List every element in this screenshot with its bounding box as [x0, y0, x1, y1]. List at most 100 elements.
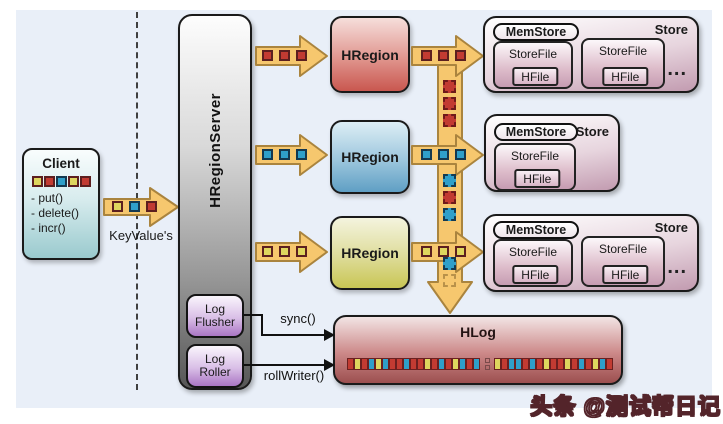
hlog-box: HLog: [333, 315, 623, 385]
keyvalue-square-blue: [443, 257, 456, 270]
server-arrow-squares-3: [262, 246, 307, 257]
dashed-square-icon: [484, 358, 490, 363]
keyvalue-square-red: [466, 358, 473, 370]
keyvalue-square-red: [421, 50, 432, 61]
keyvalue-square-red: [361, 358, 368, 370]
keyvalue-square-blue: [129, 201, 140, 212]
keyvalue-square-empty: [443, 274, 456, 287]
keyvalue-square-yellow: [421, 246, 432, 257]
band-dots-group-2: [443, 174, 456, 221]
keyvalue-square-blue: [368, 358, 375, 370]
keyvalue-square-red: [443, 114, 456, 127]
keyvalues-arrow-squares: [112, 201, 157, 212]
keyvalue-square-red: [438, 50, 449, 61]
keyvalue-square-red: [431, 358, 438, 370]
store-label-3: Store: [654, 220, 688, 235]
hregion-box-1: HRegion: [330, 16, 410, 93]
keyvalue-square-yellow: [494, 358, 501, 370]
keyvalue-square-red: [585, 358, 592, 370]
storefile-box-2a: StoreFile HFile: [494, 143, 576, 191]
server-to-region-arrow-3: [255, 231, 328, 273]
keyvalue-square-yellow: [279, 246, 290, 257]
keyvalue-square-blue: [599, 358, 606, 370]
keyvalue-square-red: [417, 358, 424, 370]
keyvalue-square-blue: [473, 358, 480, 370]
storefile-box-3b: StoreFile HFile: [581, 236, 665, 287]
keyvalue-square-red: [445, 358, 452, 370]
storefile-box-1b: StoreFile HFile: [581, 38, 665, 89]
keyvalue-square-blue: [459, 358, 466, 370]
keyvalue-square-red: [501, 358, 508, 370]
keyvalue-square-red: [571, 358, 578, 370]
keyvalue-square-red: [550, 358, 557, 370]
keyvalues-label: KeyValue's: [109, 228, 173, 243]
hfile-box-2a: HFile: [514, 169, 561, 188]
keyvalue-square-red: [536, 358, 543, 370]
band-dots-group-1: [443, 80, 456, 127]
keyvalue-square-yellow: [424, 358, 431, 370]
keyvalue-square-yellow: [375, 358, 382, 370]
keyvalue-square-red: [389, 358, 396, 370]
sync-connector-arrow: [244, 314, 335, 341]
storefile-label-2a: StoreFile: [510, 149, 560, 163]
keyvalue-square-blue: [515, 358, 522, 370]
keyvalue-square-yellow: [543, 358, 550, 370]
log-roller-box: Log Roller: [186, 344, 244, 388]
server-to-region-arrow-2: [255, 134, 328, 176]
memstore-pill-2: MemStore: [494, 123, 578, 141]
band-dots-group-3: [443, 257, 456, 287]
storefile-box-1a: StoreFile HFile: [493, 41, 573, 89]
client-method-incr: - incr(): [31, 221, 66, 235]
keyvalue-square-blue: [421, 149, 432, 160]
hfile-box-1b: HFile: [602, 67, 649, 86]
hlog-strip-right: [494, 358, 613, 370]
store-label-1: Store: [654, 22, 688, 37]
keyvalue-square-red: [410, 358, 417, 370]
keyvalue-square-blue: [455, 149, 466, 160]
keyvalue-square-blue: [578, 358, 585, 370]
keyvalue-square-red: [443, 191, 456, 204]
client-box: Client - put() - delete() - incr(): [22, 148, 100, 260]
store-box-1: MemStore Store StoreFile HFile StoreFile…: [483, 16, 699, 93]
hfile-box-3a: HFile: [512, 265, 559, 284]
keyvalue-square-red: [443, 97, 456, 110]
client-method-delete: - delete(): [31, 206, 80, 220]
hlog-title: HLog: [460, 324, 496, 340]
keyvalue-square-blue: [438, 358, 445, 370]
hregion-box-3: HRegion: [330, 216, 410, 290]
keyvalue-square-yellow: [31, 176, 43, 187]
keyvalue-square-red: [455, 50, 466, 61]
keyvalue-square-red: [79, 176, 91, 187]
keyvalue-square-yellow: [262, 246, 273, 257]
keyvalue-square-blue: [508, 358, 515, 370]
keyvalue-square-yellow: [438, 246, 449, 257]
dashed-square-icon: [484, 365, 490, 370]
keyvalue-square-blue: [443, 208, 456, 221]
store-arrow-squares-1: [421, 50, 466, 61]
storefile-label-3b: StoreFile: [598, 242, 648, 256]
keyvalue-square-red: [279, 50, 290, 61]
keyvalue-square-yellow: [592, 358, 599, 370]
hlog-strip-gap: [480, 358, 494, 370]
keyvalue-square-red: [43, 176, 55, 187]
keyvalue-square-yellow: [112, 201, 123, 212]
storefile-box-3a: StoreFile HFile: [493, 239, 573, 287]
keyvalue-square-red: [606, 358, 613, 370]
keyvalue-square-red: [347, 358, 354, 370]
keyvalue-square-blue: [262, 149, 273, 160]
server-arrow-squares-1: [262, 50, 307, 61]
memstore-pill-3: MemStore: [493, 221, 579, 239]
hfile-box-3b: HFile: [602, 265, 649, 284]
rollwriter-connector-arrow: [244, 359, 335, 371]
store-arrow-squares-2: [421, 149, 466, 160]
client-method-put: - put(): [31, 191, 64, 205]
keyvalue-square-blue: [438, 149, 449, 160]
keyvalue-square-red: [557, 358, 564, 370]
keyvalue-square-red: [262, 50, 273, 61]
storefile-label-1b: StoreFile: [598, 44, 648, 58]
keyvalue-square-red: [296, 50, 307, 61]
client-methods: - put() - delete() - incr(): [31, 191, 98, 236]
keyvalue-square-yellow: [296, 246, 307, 257]
keyvalue-square-blue: [443, 174, 456, 187]
